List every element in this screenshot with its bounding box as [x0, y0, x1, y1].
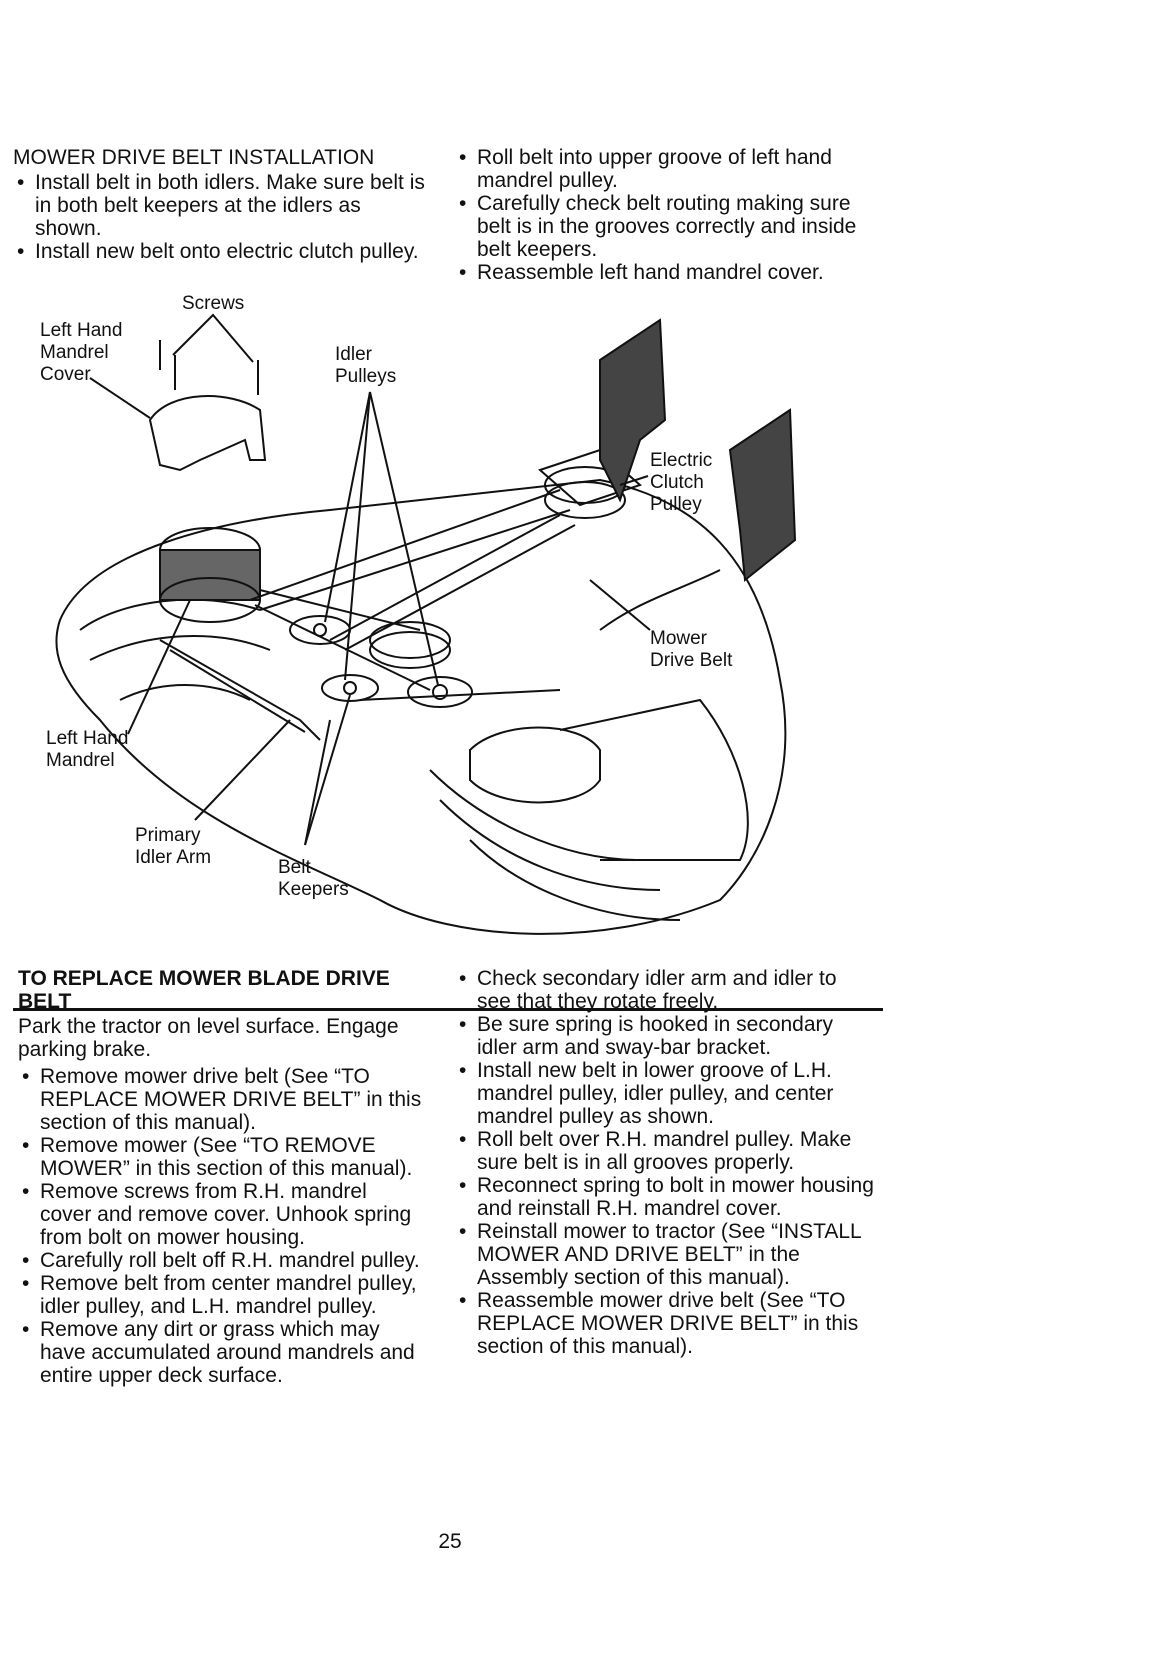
idler-leader — [324, 391, 371, 623]
electric-clutch-pulley — [538, 448, 642, 507]
label-left-hand-mandrel: Left Hand Mandrel — [46, 728, 129, 771]
instruction-item: Remove mower drive belt (See “TO REPLACE… — [18, 1065, 423, 1134]
keepers-leader — [304, 694, 351, 846]
page-number: 25 — [438, 1530, 462, 1553]
idler-pulley — [289, 615, 351, 645]
instruction-item: Install new belt onto electric clutch pu… — [13, 240, 433, 263]
instruction-item: Roll belt over R.H. mandrel pulley. Make… — [455, 1128, 875, 1174]
section-divider — [13, 1008, 883, 1011]
belt-leader — [589, 579, 651, 631]
instruction-list: Remove mower drive belt (See “TO REPLACE… — [18, 1065, 423, 1387]
bottom-left-column: TO REPLACE MOWER BLADE DRIVE BELT Park t… — [18, 967, 423, 1387]
instruction-item: Carefully check belt routing making sure… — [455, 192, 875, 261]
clutch-leader — [619, 475, 649, 486]
instruction-list: Check secondary idler arm and idler to s… — [455, 967, 875, 1358]
instruction-list: Roll belt into upper groove of left hand… — [455, 146, 875, 284]
instruction-item: Reassemble left hand mandrel cover. — [455, 261, 875, 284]
idler-pulley — [407, 676, 473, 708]
instruction-item: Carefully roll belt off R.H. mandrel pul… — [18, 1249, 423, 1272]
clutch-cable — [599, 569, 721, 631]
right-mandrel-housing — [469, 726, 601, 804]
mower-deck-diagram — [55, 313, 797, 935]
label-primary-idler-arm: Primary Idler Arm — [135, 825, 212, 868]
left-hand-mandrel-cover — [148, 395, 267, 472]
idler-arm-leader — [194, 719, 291, 821]
instruction-item: Roll belt into upper groove of left hand… — [455, 146, 875, 192]
screws-leader — [172, 313, 254, 363]
instruction-item: Install new belt in lower groove of L.H.… — [455, 1059, 875, 1128]
mounting-bracket — [599, 318, 667, 503]
section-heading-blade-drive-belt: TO REPLACE MOWER BLADE DRIVE BELT — [18, 967, 390, 1013]
instruction-list: Install belt in both idlers. Make sure b… — [13, 171, 433, 263]
mounting-bracket — [728, 408, 797, 582]
instruction-item: Reinstall mower to tractor (See “INSTALL… — [455, 1220, 875, 1289]
idler-pulley — [321, 674, 379, 702]
label-electric-clutch-pulley: Electric Clutch Pulley — [650, 450, 713, 515]
bottom-right-column: Check secondary idler arm and idler to s… — [455, 967, 875, 1358]
mandrel-leader — [127, 599, 191, 735]
primary-idler-arm — [159, 639, 321, 741]
cover-leader — [89, 377, 151, 419]
top-right-column: Roll belt into upper groove of left hand… — [455, 146, 875, 284]
instruction-item: Remove mower (See “TO REMOVE MOWER” in t… — [18, 1134, 423, 1180]
label-screws: Screws — [182, 293, 245, 314]
instruction-item: Remove any dirt or grass which may have … — [18, 1318, 423, 1387]
top-left-column: MOWER DRIVE BELT INSTALLATION Install be… — [13, 146, 433, 263]
label-belt-keepers: Belt Keepers — [278, 857, 349, 900]
center-mandrel-pulley — [369, 621, 451, 659]
mower-deck-outline — [55, 478, 787, 935]
intro-paragraph: Park the tractor on level surface. Engag… — [18, 1015, 399, 1061]
instruction-item: Reconnect spring to bolt in mower housin… — [455, 1174, 875, 1220]
instruction-item: Reassemble mower drive belt (See “TO REP… — [455, 1289, 875, 1358]
instruction-item: Be sure spring is hooked in secondary id… — [455, 1013, 875, 1059]
section-heading-mower-drive-belt: MOWER DRIVE BELT INSTALLATION — [13, 146, 375, 169]
label-idler-pulleys: Idler Pulleys — [335, 344, 397, 387]
instruction-item: Check secondary idler arm and idler to s… — [455, 967, 875, 1013]
label-mower-drive-belt: Mower Drive Belt — [650, 628, 733, 671]
label-left-hand-mandrel-cover: Left Hand Mandrel Cover — [40, 320, 123, 385]
instruction-item: Remove belt from center mandrel pulley, … — [18, 1272, 423, 1318]
instruction-item: Remove screws from R.H. mandrel cover an… — [18, 1180, 423, 1249]
instruction-item: Install belt in both idlers. Make sure b… — [13, 171, 433, 240]
